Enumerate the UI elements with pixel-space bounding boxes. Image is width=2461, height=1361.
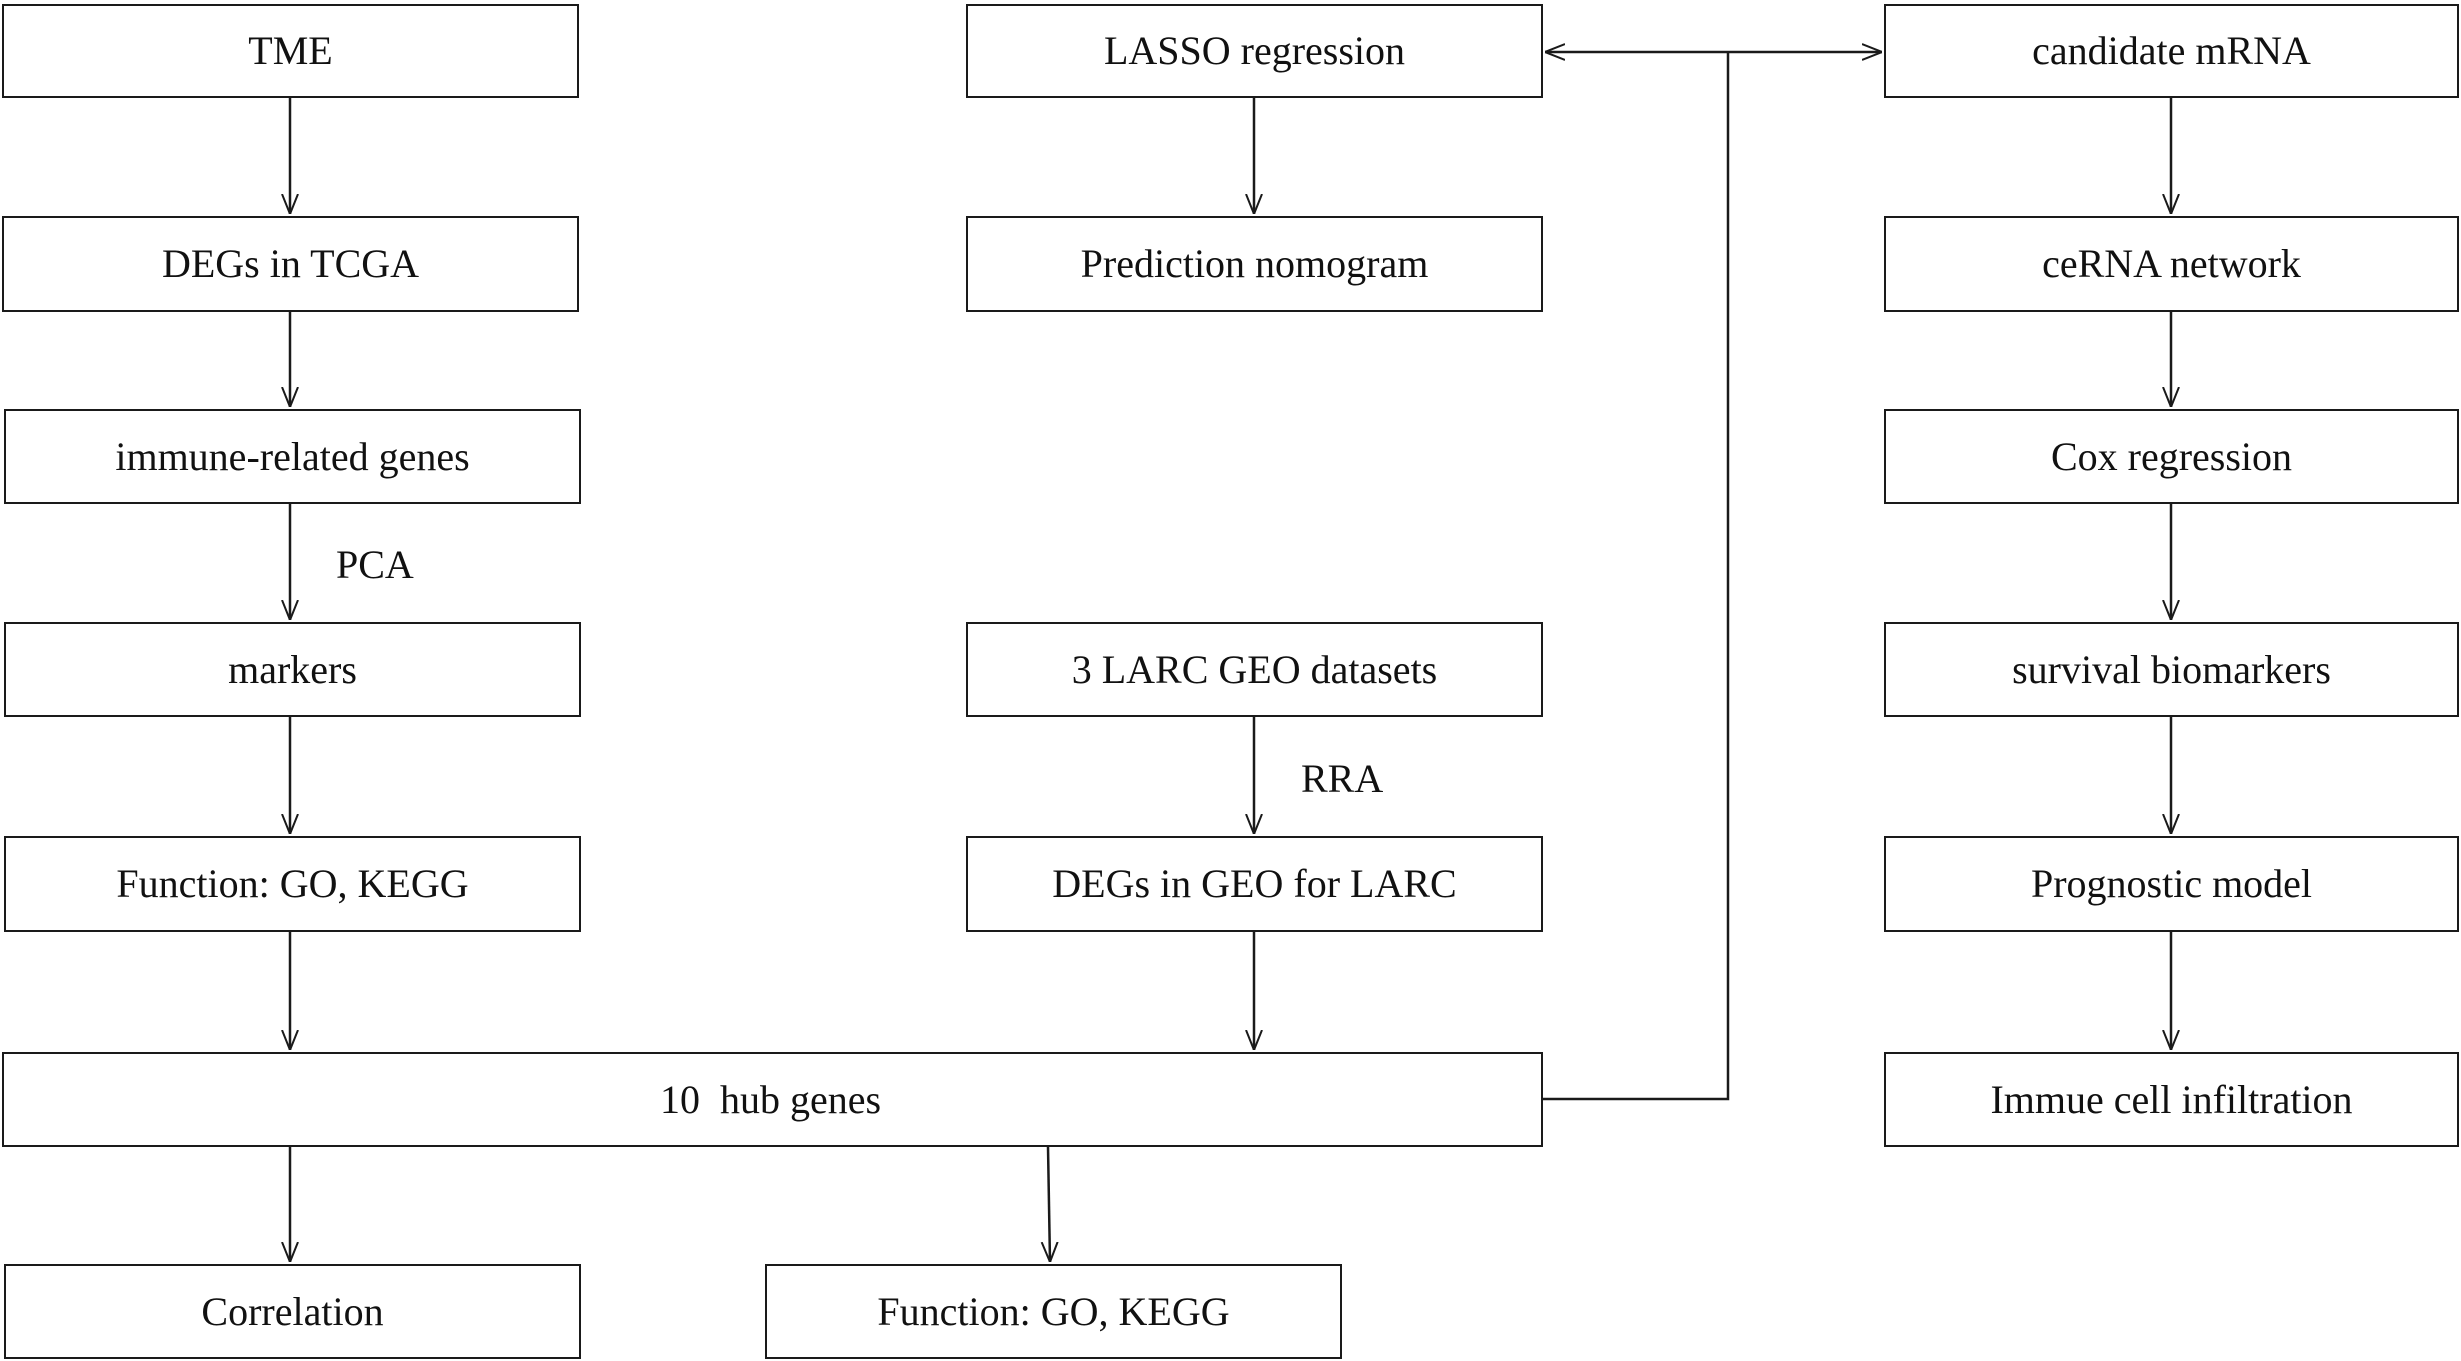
node-immue-cell-infiltration: Immue cell infiltration [1884,1052,2459,1147]
node-cox-regression: Cox regression [1884,409,2459,504]
node-correlation: Correlation [4,1264,581,1359]
edge-label-pca: PCA [336,542,414,587]
node-3-larc-geo-datasets: 3 LARC GEO datasets [966,622,1543,717]
connector-hub-genes-to-branch [1543,52,1730,1101]
node-immune-related-genes: immune-related genes [4,409,581,504]
node-function-go-kegg-left: Function: GO, KEGG [4,836,581,932]
node-function-go-kegg-bottom: Function: GO, KEGG [765,1264,1342,1359]
node-survival-biomarkers: survival biomarkers [1884,622,2459,717]
edge-label-rra: RRA [1301,756,1384,801]
node-cerna-network: ceRNA network [1884,216,2459,312]
arrow-hub-genes-to-function-bottom [1048,1146,1050,1262]
node-candidate-mrna: candidate mRNA [1884,4,2459,98]
node-degs-in-geo-for-larc: DEGs in GEO for LARC [966,836,1543,932]
node-10-hub-genes: 10 hub genes [2,1052,1543,1147]
node-prognostic-model: Prognostic model [1884,836,2459,932]
node-markers: markers [4,622,581,717]
node-tme: TME [2,4,579,98]
node-lasso-regression: LASSO regression [966,4,1543,98]
node-prediction-nomogram: Prediction nomogram [966,216,1543,312]
node-degs-in-tcga: DEGs in TCGA [2,216,579,312]
